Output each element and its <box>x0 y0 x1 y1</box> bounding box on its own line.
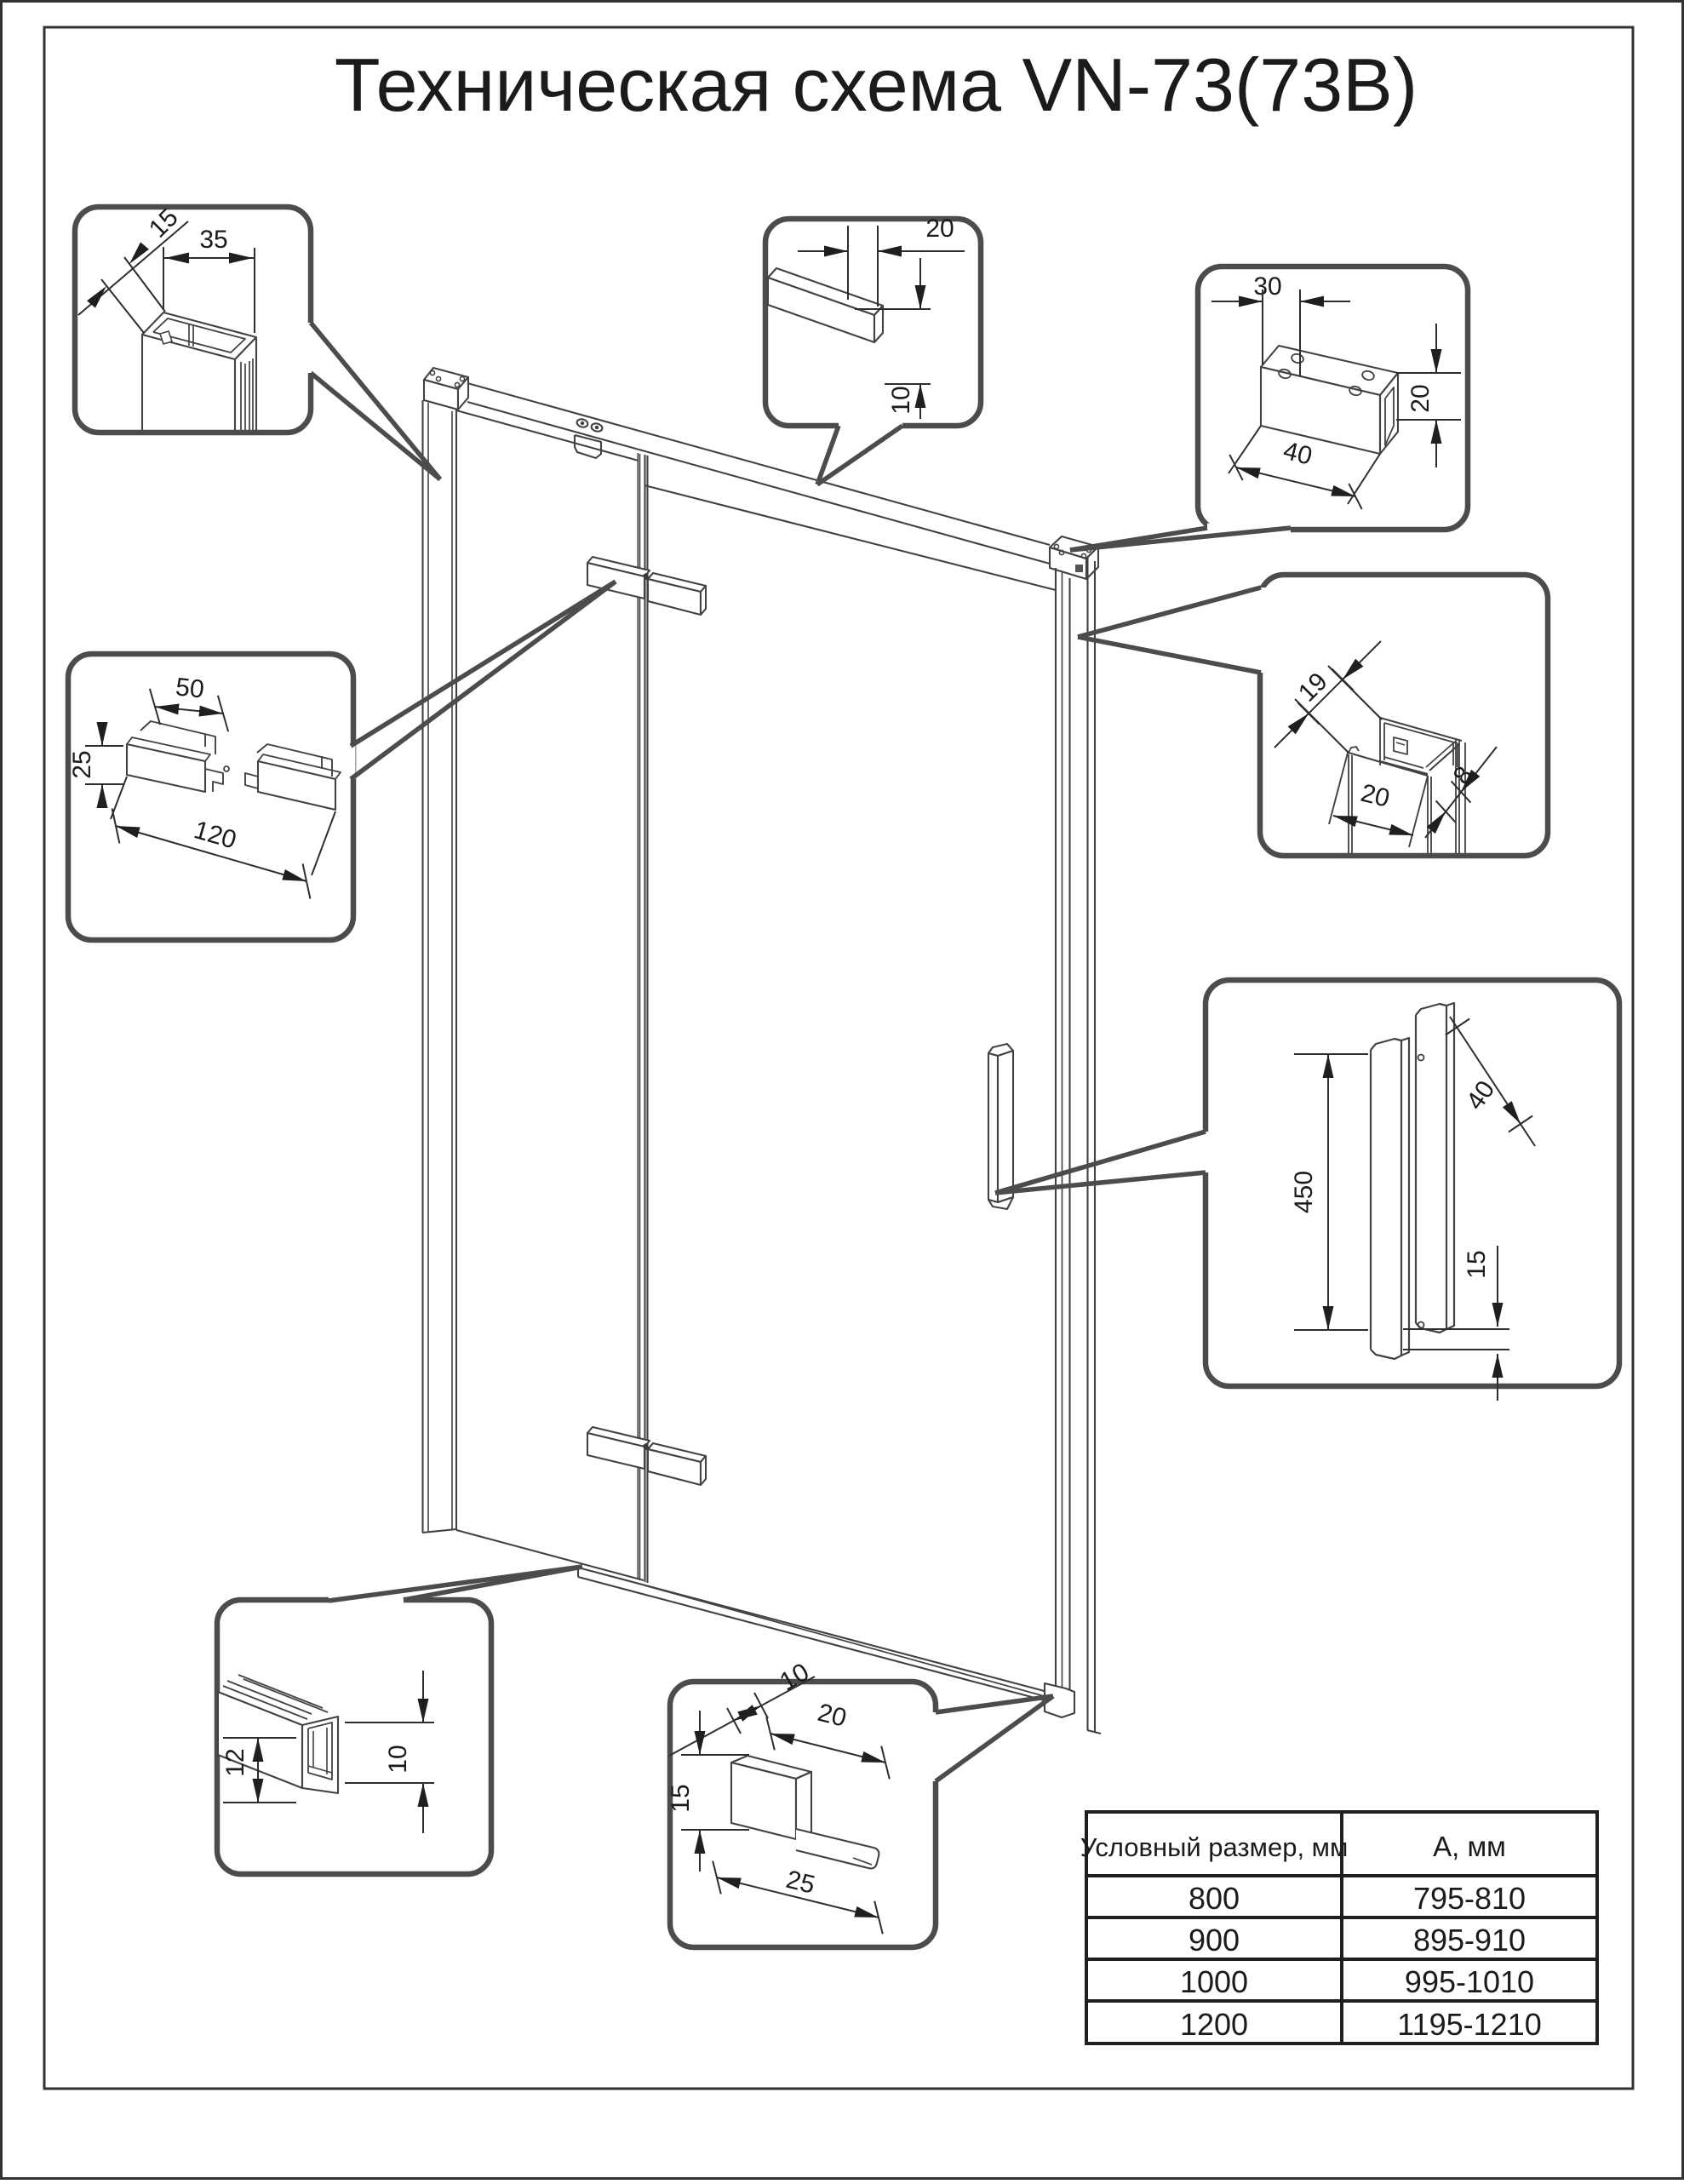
svg-text:20: 20 <box>1358 779 1392 813</box>
svg-text:995-1010: 995-1010 <box>1405 1964 1534 1999</box>
svg-text:20: 20 <box>1406 384 1435 412</box>
svg-text:30: 30 <box>1253 272 1281 301</box>
svg-text:20: 20 <box>815 1699 849 1733</box>
svg-text:12: 12 <box>221 1748 249 1776</box>
svg-text:1000: 1000 <box>1180 1964 1248 1999</box>
svg-text:795-810: 795-810 <box>1413 1881 1526 1916</box>
svg-text:10: 10 <box>887 386 915 414</box>
svg-text:50: 50 <box>175 673 206 703</box>
svg-text:25: 25 <box>68 750 96 778</box>
svg-text:15: 15 <box>1463 1250 1491 1278</box>
svg-text:895-910: 895-910 <box>1413 1923 1526 1958</box>
svg-text:20: 20 <box>925 215 954 243</box>
svg-text:40: 40 <box>1280 437 1315 471</box>
svg-text:900: 900 <box>1189 1923 1240 1958</box>
svg-text:А, мм: А, мм <box>1433 1831 1506 1862</box>
svg-text:1195-1210: 1195-1210 <box>1397 2007 1542 2042</box>
svg-text:25: 25 <box>783 1866 817 1900</box>
svg-text:800: 800 <box>1189 1881 1240 1916</box>
svg-text:35: 35 <box>199 226 227 254</box>
svg-text:10: 10 <box>384 1745 412 1773</box>
svg-text:450: 450 <box>1290 1171 1318 1213</box>
svg-text:Техническая схема VN-73(73В): Техническая схема VN-73(73В) <box>335 43 1418 127</box>
svg-text:15: 15 <box>667 1784 695 1812</box>
svg-text:Условный размер, мм: Условный размер, мм <box>1080 1832 1349 1862</box>
svg-text:1200: 1200 <box>1180 2007 1248 2042</box>
